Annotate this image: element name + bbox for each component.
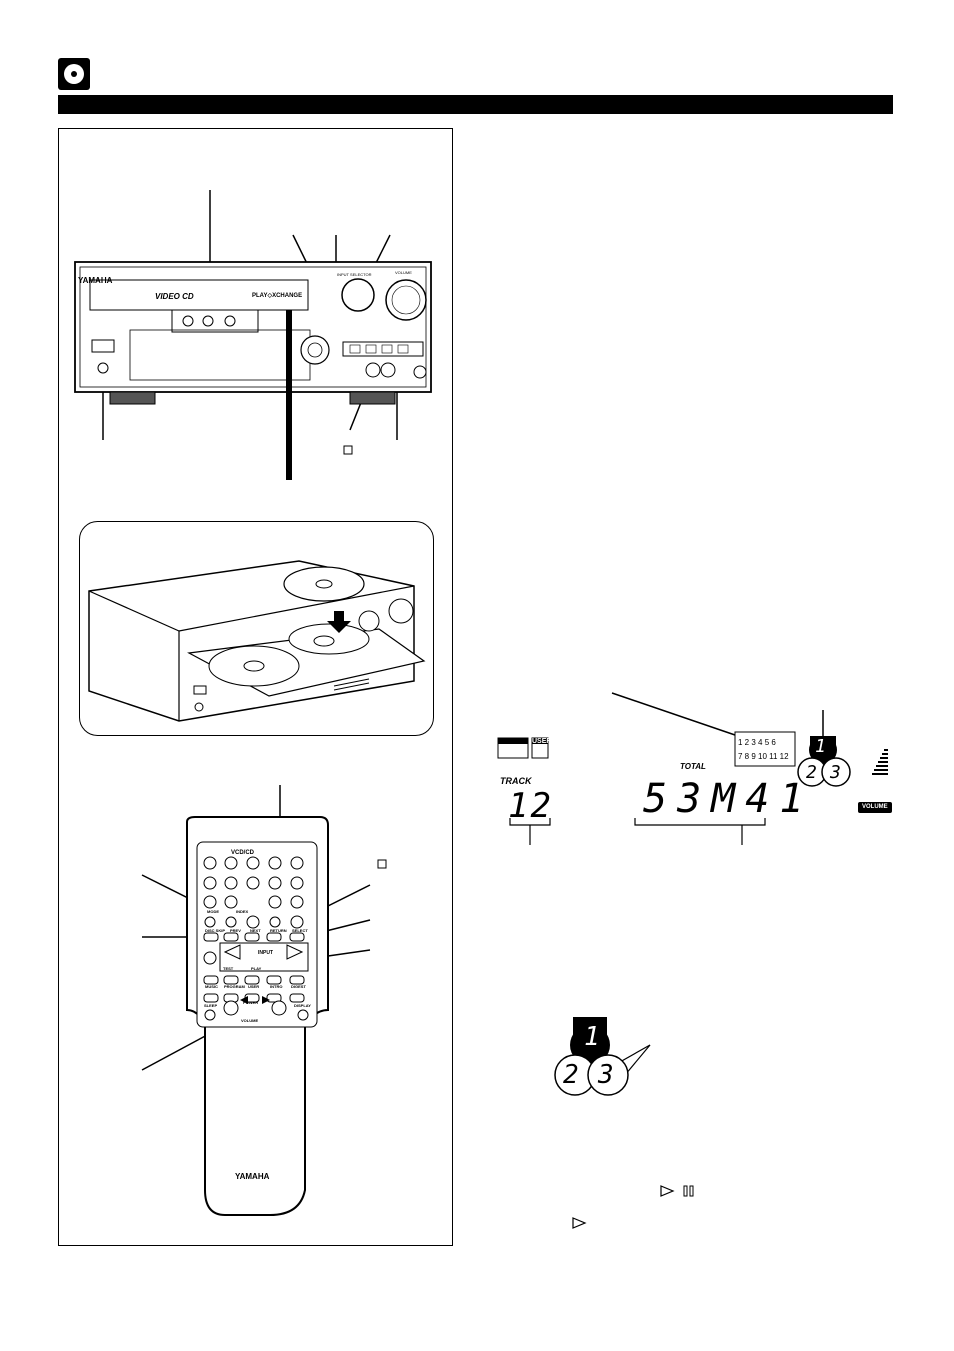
tray-diagram-2: 2 xyxy=(563,1060,581,1090)
open-tray-illustration xyxy=(79,521,434,736)
remote-display-label[interactable]: DISPLAY xyxy=(294,1003,311,1008)
illustration-frame xyxy=(58,128,453,1246)
remote-test-label[interactable]: TEST xyxy=(223,966,234,971)
play-exchange-logo: PLAY◇XCHANGE xyxy=(252,293,303,299)
remote-mode-label[interactable]: MODE xyxy=(207,909,219,914)
play-pause-icon xyxy=(660,1185,694,1197)
remote-user-label[interactable]: USER xyxy=(248,984,260,989)
remote-play-label[interactable]: PLAY xyxy=(251,966,262,971)
remote-prev-label[interactable]: PREV xyxy=(230,928,241,933)
remote-illustration xyxy=(141,785,387,1216)
remote-vcd-cd-label: VCD/CD xyxy=(231,850,255,856)
remote-program-label[interactable]: PROGRAM xyxy=(224,984,245,989)
display-track-label: TRACK xyxy=(500,776,532,786)
remote-sleep-label[interactable]: SLEEP xyxy=(204,1003,218,1008)
title-bar xyxy=(58,95,893,114)
video-cd-logo: VIDEO CD xyxy=(155,292,194,301)
tray-diagram-1: 1 xyxy=(584,1022,602,1052)
remote-disc-skip-label[interactable]: DISC SKIP xyxy=(205,928,226,933)
remote-brand: YAMAHA xyxy=(235,1172,270,1181)
display-calendar-row1: 1 2 3 4 5 6 xyxy=(738,738,776,747)
remote-intro-label[interactable]: INTRO xyxy=(270,984,283,989)
remote-return-label[interactable]: RETURN xyxy=(270,928,287,933)
disc-icon xyxy=(58,58,90,90)
player-brand: YAMAHA xyxy=(78,276,113,285)
display-tray-3: 3 xyxy=(830,762,843,783)
display-calendar-row2: 7 8 9 10 11 12 xyxy=(738,752,789,761)
display-user-label: USER xyxy=(532,738,552,745)
remote-volume-label[interactable]: VOLUME xyxy=(241,1018,259,1023)
player-volume-label: VOLUME xyxy=(395,270,412,275)
remote-input-label[interactable]: INPUT xyxy=(258,950,273,956)
display-illustration xyxy=(497,692,892,845)
display-track-number: 12 xyxy=(508,786,553,826)
front-panel-illustration xyxy=(74,190,432,480)
remote-next-label[interactable]: NEXT xyxy=(250,928,261,933)
remote-power-label[interactable]: POWER xyxy=(243,1000,259,1005)
tray-diagram-3: 3 xyxy=(598,1060,616,1090)
display-total-label: TOTAL xyxy=(680,762,706,771)
remote-music-label[interactable]: MUSIC xyxy=(205,984,218,989)
display-tray-1: 1 xyxy=(815,736,828,757)
display-tray-2: 2 xyxy=(806,762,819,783)
input-selector-label: INPUT SELECTOR xyxy=(337,272,372,277)
tray-diagram xyxy=(554,1017,651,1096)
remote-index-label[interactable]: INDEX xyxy=(236,909,249,914)
display-volume-label: VOLUME xyxy=(862,804,888,810)
remote-select-label[interactable]: SELECT xyxy=(292,928,308,933)
remote-digest-label[interactable]: DIGEST xyxy=(291,984,306,989)
play-icon xyxy=(572,1217,587,1229)
display-total-time: 53M41 xyxy=(643,776,814,822)
